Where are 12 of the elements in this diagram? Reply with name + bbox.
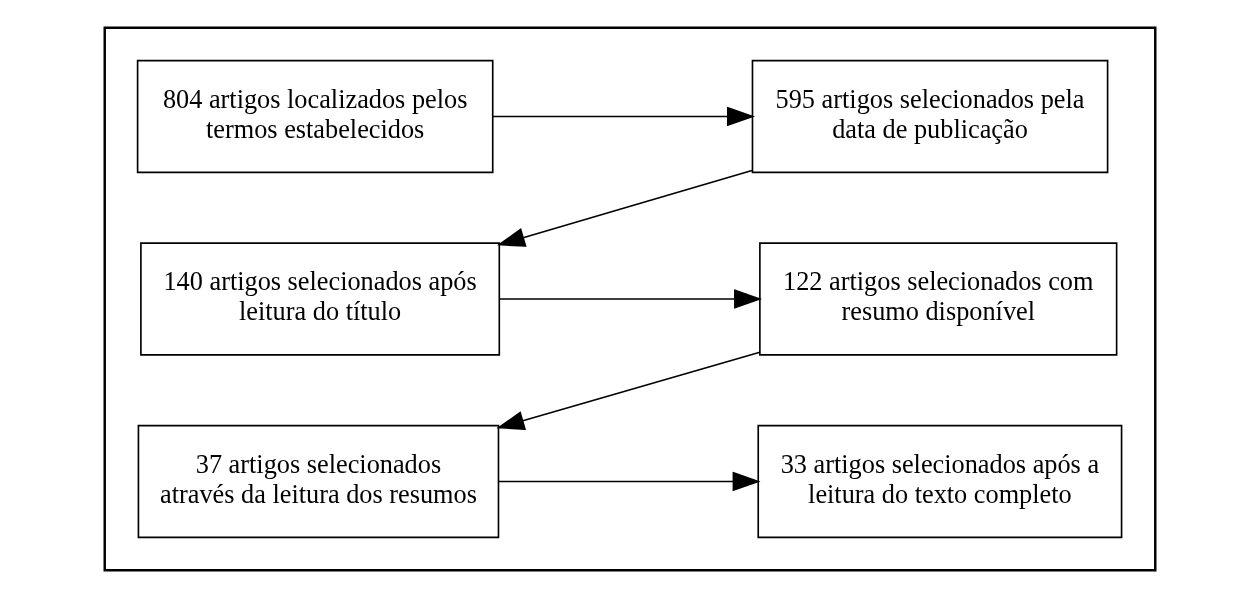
node-box: 33 artigos selecionados após a leitura do texto completo bbox=[756, 424, 1122, 539]
arrow bbox=[495, 351, 761, 430]
node-box: 140 artigos selecionados após leitura do título bbox=[139, 242, 500, 356]
arrow bbox=[496, 169, 753, 247]
arrow bbox=[498, 289, 762, 309]
arrow bbox=[491, 106, 755, 127]
node-box: 37 artigos selecionados através da leitura dos resumos bbox=[137, 424, 499, 539]
node-box: 595 artigos selecionados pela data de publicação bbox=[751, 59, 1108, 174]
cluster bbox=[103, 26, 1156, 572]
node-box: 122 artigos selecionados com resumo disponível bbox=[758, 242, 1117, 356]
node-box: 804 artigos localizados pelos termos estabelecidos bbox=[136, 59, 494, 174]
arrow bbox=[497, 471, 761, 492]
